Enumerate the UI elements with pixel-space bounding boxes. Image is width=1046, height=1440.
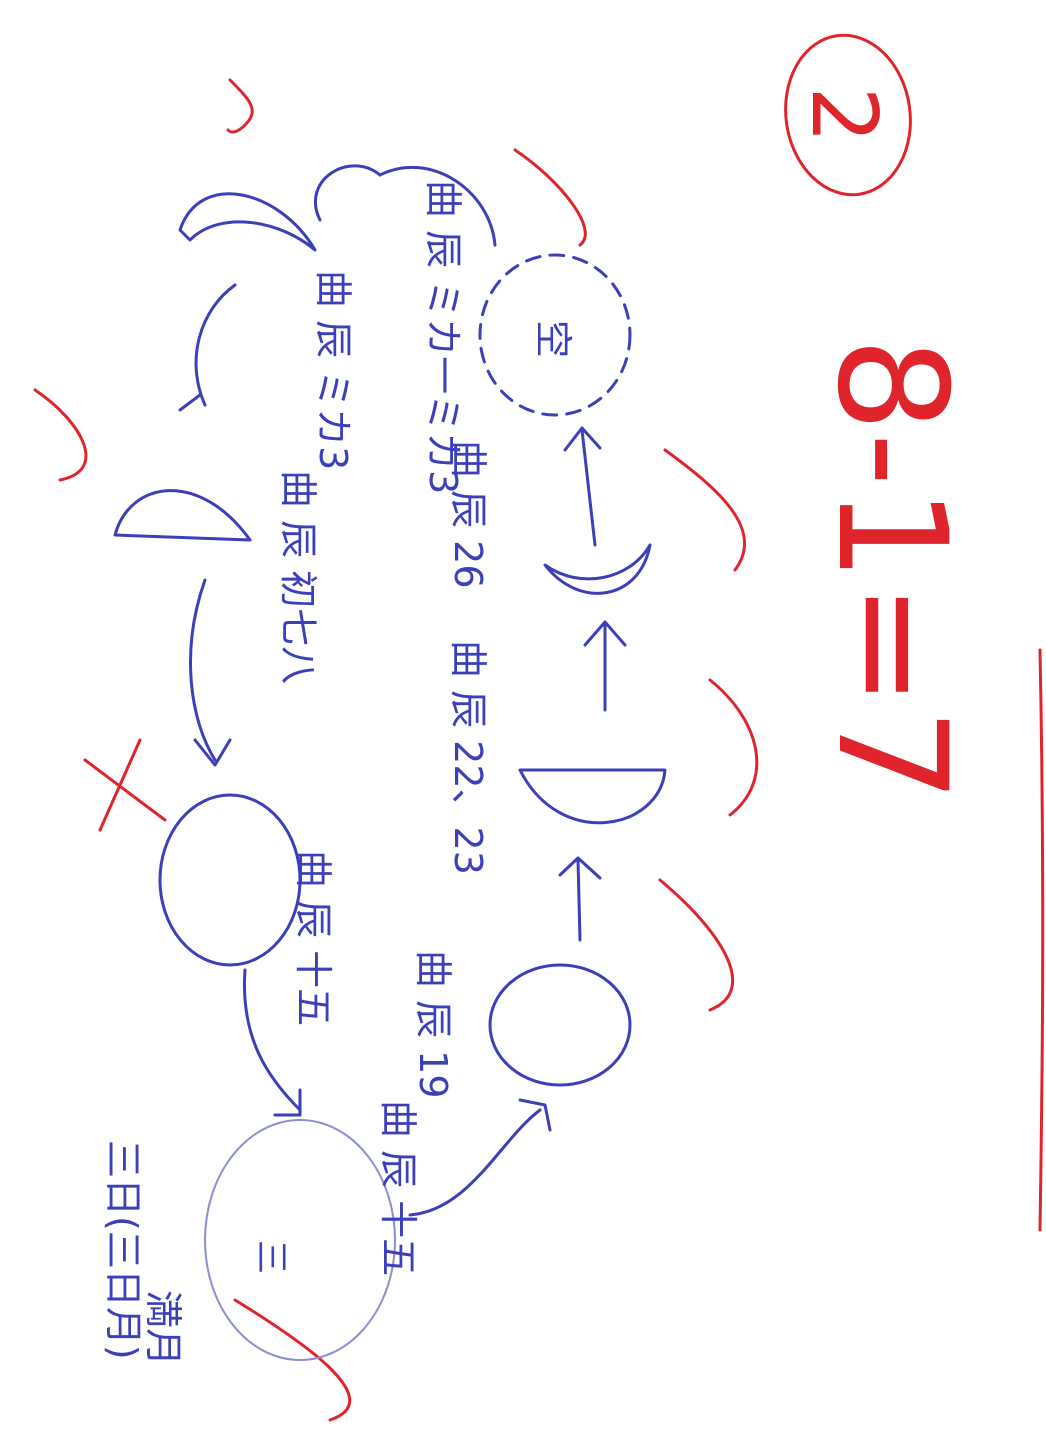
third-quarter-moon [518, 768, 667, 825]
day15-label-2: 曲 辰 十五 [376, 1100, 420, 1276]
crescent-moon-top [178, 192, 317, 252]
check-mark [708, 678, 759, 817]
check-mark [513, 148, 587, 247]
waning-crescent-moon [543, 543, 652, 595]
full-moon-label-2: 満月 [141, 1290, 185, 1366]
score: 8-1=7 [804, 337, 978, 803]
check-mark [33, 388, 88, 482]
full-moon-label: 三日(三日月) [101, 1140, 145, 1360]
full-moon [204, 1119, 396, 1361]
check-mark [233, 1298, 352, 1422]
new-moon-center-label: 空 [531, 320, 575, 358]
arrow [242, 968, 302, 1117]
question-number: 2 [791, 86, 896, 143]
full-moon-center-label: 三 [251, 1240, 291, 1274]
crescent-top-label: 曲 辰 ミカ3 [311, 270, 355, 470]
check-mark [663, 448, 747, 572]
arrow [408, 1098, 552, 1217]
arrow [563, 426, 602, 547]
new-moon-label: 曲 辰 ミカ一ミカ3 [421, 180, 465, 494]
score-underline [1038, 648, 1045, 1232]
arrow [558, 856, 602, 942]
waning-gibbous-moon [488, 963, 632, 1087]
moon-phase-diagram: 三 三日(三日月) 満月 曲 辰 十五 曲 辰 十五 曲 辰 初七八 曲 辰 ミ… [101, 164, 667, 1366]
check-mark [658, 878, 735, 1012]
grading-marks: 2 8-1=7 [33, 33, 1045, 1422]
x-mark [83, 738, 167, 832]
day19-label: 曲 辰 19 [411, 950, 455, 1099]
arrow [178, 283, 237, 412]
arrow [583, 620, 627, 712]
day26-label: 曲 辰 26 [446, 440, 490, 589]
arrow [189, 578, 232, 767]
arrow [378, 165, 497, 247]
day15-label: 曲 辰 十五 [291, 850, 335, 1026]
first-quarter-moon [113, 489, 252, 542]
day22-23-label: 曲 辰 22、23 [446, 640, 490, 875]
check-mark [226, 78, 254, 134]
first-quarter-label: 曲 辰 初七八 [276, 470, 320, 684]
arrow [313, 164, 382, 222]
question-number-circle [784, 33, 912, 197]
new-moon [478, 253, 632, 417]
waxing-gibbous-moon [158, 793, 302, 967]
